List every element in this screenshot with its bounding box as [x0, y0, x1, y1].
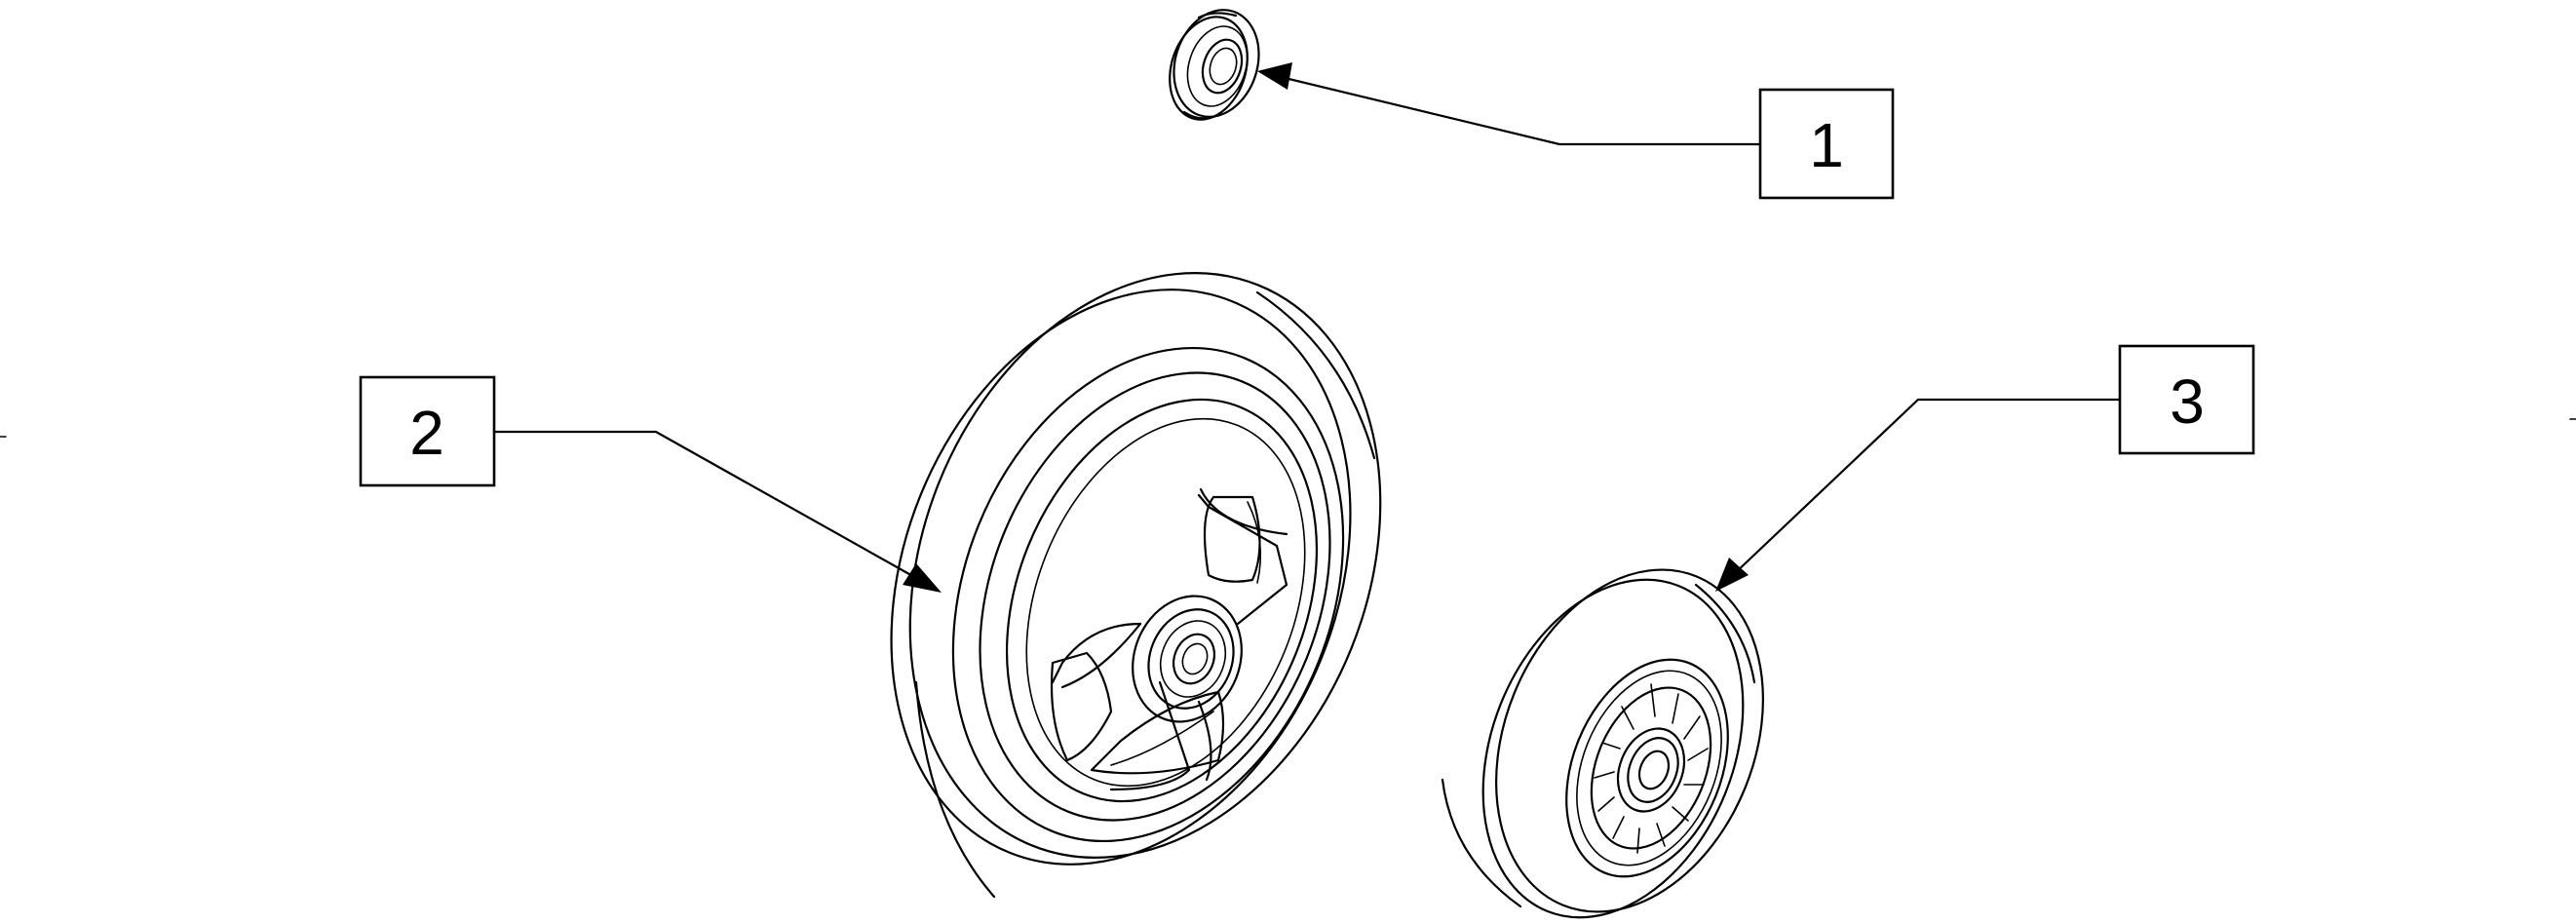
arrowhead-1 [1257, 62, 1292, 90]
callout-2: 2 [359, 375, 942, 593]
callout-box-2 [359, 375, 496, 487]
callout-label-2: 2 [409, 398, 444, 468]
small-wheel-drawing [1441, 568, 1764, 919]
bearing-drawing [1169, 9, 1260, 121]
large-wheel-drawing [890, 272, 1382, 899]
leader-line-3 [1732, 398, 2120, 576]
arrowhead-3 [1715, 558, 1749, 592]
callout-label-1: 1 [1809, 110, 1844, 180]
callout-box-1 [1758, 88, 1895, 200]
callout-1: 1 [1257, 62, 1895, 200]
leader-line-2 [495, 430, 917, 579]
leader-line-1 [1276, 74, 1760, 146]
callout-3: 3 [1715, 344, 2255, 592]
arrowhead-2 [903, 563, 942, 593]
callout-box-3 [2118, 344, 2255, 455]
callout-label-3: 3 [2170, 366, 2205, 437]
